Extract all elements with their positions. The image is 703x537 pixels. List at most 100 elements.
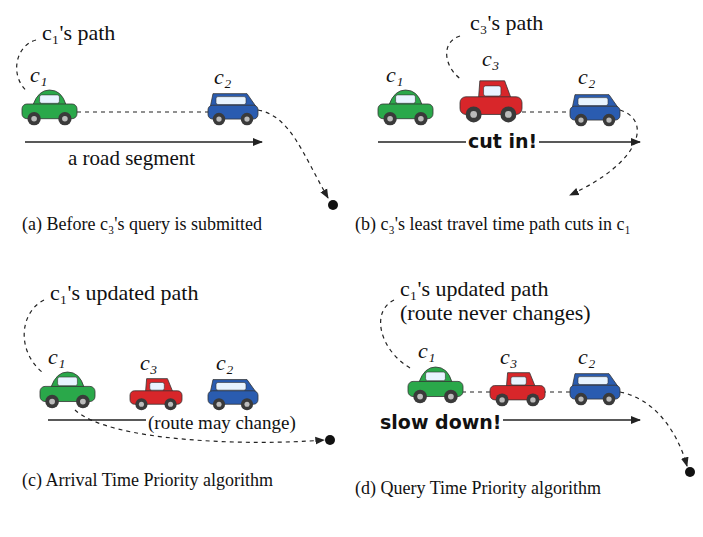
car-wheel	[58, 112, 71, 125]
event-label: slow down!	[378, 412, 503, 434]
car-window	[216, 382, 246, 390]
car-cabin	[146, 379, 173, 392]
car-cabin	[479, 81, 511, 98]
car-wheel	[603, 114, 616, 127]
path-line	[75, 410, 324, 442]
car-wheel	[135, 398, 147, 410]
car-hub	[448, 394, 454, 400]
car-wheel	[45, 395, 59, 409]
path-line	[77, 111, 208, 112]
car-label: c₁	[30, 62, 47, 87]
car-icon	[40, 372, 95, 408]
car-window	[426, 372, 446, 381]
car-wheel	[496, 393, 509, 406]
car-wheel	[27, 112, 40, 125]
path-line	[522, 111, 570, 112]
caption: (b) c₃'s least travel time path cuts in …	[355, 214, 645, 235]
car-label: c₁	[48, 344, 65, 369]
car-icon	[460, 81, 522, 123]
car-window	[484, 86, 501, 96]
car-icon	[408, 367, 463, 403]
car-wheel	[526, 393, 539, 406]
car-wheel	[500, 106, 516, 122]
car-wheel	[575, 114, 588, 127]
car-hub	[606, 117, 611, 122]
path-label: c₁'s path	[42, 20, 115, 45]
destination-dot	[325, 435, 335, 445]
event-label: cut in!	[466, 131, 539, 153]
path-line	[570, 110, 637, 195]
car-hub	[470, 111, 477, 118]
car-wheel	[76, 395, 90, 409]
car-window	[40, 95, 60, 103]
car-wheel	[383, 112, 396, 125]
car-cabin	[51, 372, 84, 387]
car-icon	[208, 94, 258, 126]
car-wheel	[413, 390, 427, 404]
car-hub	[578, 117, 583, 122]
car-window	[216, 97, 246, 105]
car-hub	[244, 402, 249, 407]
car-label: c₁	[418, 338, 435, 363]
car-hub	[168, 402, 173, 407]
car-window	[396, 95, 416, 103]
path-line	[24, 300, 44, 372]
car-label: c₁	[386, 62, 403, 87]
car-wheel	[575, 393, 588, 406]
car-label: c₂	[578, 344, 595, 369]
car-cabin	[211, 94, 256, 106]
car-label: c₃	[140, 350, 157, 375]
note-label: (route never changes)	[400, 300, 591, 325]
car-hub	[418, 116, 424, 122]
path-label: c₁'s updated path	[50, 280, 198, 305]
car-cabin	[419, 367, 452, 382]
car-hub	[49, 399, 55, 405]
car-hub	[139, 402, 144, 407]
note-label: (route may change)	[146, 412, 298, 434]
car-hub	[499, 397, 504, 402]
road-line	[25, 141, 262, 142]
path-line	[620, 392, 687, 466]
car-window	[150, 382, 165, 390]
car-window	[578, 377, 608, 385]
car-icon	[130, 379, 182, 411]
car-hub	[62, 116, 68, 122]
car-icon	[570, 95, 620, 127]
car-hub	[387, 116, 393, 122]
car-cabin	[573, 374, 618, 386]
car-hub	[244, 116, 249, 121]
car-cabin	[507, 373, 536, 387]
car-label: c₃	[500, 344, 517, 369]
car-wheel	[164, 398, 176, 410]
car-wheel	[213, 113, 226, 126]
car-wheel	[241, 113, 254, 126]
car-hub	[606, 396, 611, 401]
car-cabin	[389, 90, 422, 105]
car-window	[58, 377, 78, 386]
car-hub	[417, 394, 423, 400]
car-window	[578, 98, 608, 106]
path-line	[447, 36, 462, 80]
destination-dot	[328, 200, 338, 210]
caption: (d) Query Time Priority algorithm	[355, 478, 645, 499]
car-cabin	[211, 380, 256, 392]
path-label: c₃'s path	[470, 10, 543, 35]
car-wheel	[213, 398, 225, 410]
car-hub	[530, 397, 535, 402]
car-icon	[208, 380, 258, 411]
car-cabin	[573, 95, 618, 107]
road-label: a road segment	[68, 146, 195, 170]
car-label: c₂	[214, 64, 231, 89]
car-label: c₃	[482, 46, 499, 71]
car-wheel	[241, 398, 253, 410]
car-wheel	[466, 106, 482, 122]
car-icon	[570, 374, 620, 406]
car-icon	[490, 373, 545, 407]
car-wheel	[444, 390, 458, 404]
caption: (a) Before c₃'s query is submitted	[22, 214, 302, 235]
car-wheel	[603, 393, 616, 406]
caption: (c) Arrival Time Priority algorithm	[22, 470, 312, 491]
path-line	[258, 110, 328, 198]
